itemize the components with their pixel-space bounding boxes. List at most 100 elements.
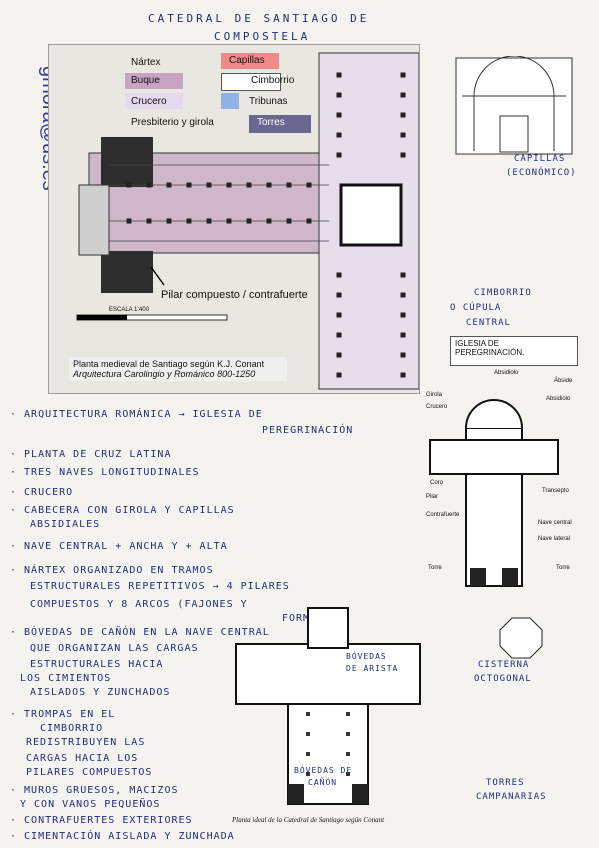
note-12: · CIMENTACIÓN AISLADA Y ZUNCHADA <box>10 831 235 842</box>
pier <box>336 132 342 138</box>
annot-capillas-2: (ECONÓMICO) <box>506 168 577 178</box>
bottom-floor-plan <box>235 607 421 805</box>
label-transepto: Transepto <box>542 488 569 494</box>
pier <box>226 218 232 224</box>
pier <box>306 182 312 188</box>
pilar-arrow <box>150 266 165 286</box>
label-cisterna-2: OCTOGONAL <box>474 674 532 684</box>
legend-nave-swatch <box>125 73 183 89</box>
label-boveda-arista-1: BÓVEDAS <box>346 652 387 661</box>
pier <box>186 182 192 188</box>
pier <box>306 772 310 776</box>
caption-line2: Arquitectura Carolingio y Románico 800-1… <box>73 369 256 379</box>
label-torre-left: Torre <box>428 565 442 571</box>
label-torres-1: TORRES <box>486 778 525 788</box>
peregrination-title-2: PEREGRINACIÓN. <box>455 348 525 357</box>
legend-crossing-swatch <box>221 73 281 91</box>
pier <box>146 218 152 224</box>
pier <box>266 182 272 188</box>
note-9e: PILARES COMPUESTOS <box>26 767 153 778</box>
pier <box>400 72 406 78</box>
annot-cimborrio-2: O CÚPULA <box>450 303 502 313</box>
note-5b: ABSIDIALES <box>30 519 101 530</box>
note-5a: · CABECERA CON GIROLA Y CAPILLAS <box>10 505 235 516</box>
label-boveda-arista-2: DE ARISTA <box>346 664 399 673</box>
legend-transept-label: Crucero <box>131 96 167 107</box>
pier <box>400 272 406 278</box>
note-3: · TRES NAVES LONGITUDINALES <box>10 467 200 478</box>
pier <box>400 112 406 118</box>
note-7b: ESTRUCTURALES REPETITIVOS → 4 PILARES <box>30 581 290 592</box>
annot-capillas-1: CAPILLAS <box>514 154 566 164</box>
pier <box>286 218 292 224</box>
legend-towers-swatch <box>249 115 311 133</box>
label-absidiolo-right: Absidiolo <box>546 396 571 402</box>
label-girola: Girola <box>426 392 443 398</box>
legend-transept-swatch <box>125 93 183 109</box>
pier <box>206 182 212 188</box>
scale-bar-fill <box>77 315 127 320</box>
note-6: · NAVE CENTRAL + ANCHA Y + ALTA <box>10 541 228 552</box>
pier <box>306 712 310 716</box>
pier <box>286 182 292 188</box>
pier <box>400 332 406 338</box>
west-tower-top <box>101 137 153 187</box>
pier <box>166 182 172 188</box>
scale-label: ESCALA 1:400 <box>109 307 150 313</box>
note-2: · PLANTA DE CRUZ LATINA <box>10 449 172 460</box>
pier <box>400 312 406 318</box>
label-cisterna-1: CISTERNA <box>478 660 530 670</box>
crossing-tower <box>339 183 403 247</box>
note-10a: · MUROS GRUESOS, MACIZOS <box>10 785 179 796</box>
pier <box>336 312 342 318</box>
peregrination-plan <box>429 399 559 587</box>
pier <box>336 292 342 298</box>
pier <box>400 292 406 298</box>
pier <box>126 182 132 188</box>
pier <box>246 182 252 188</box>
caption-line1: Planta medieval de Santiago según K.J. C… <box>73 359 265 369</box>
pier <box>400 152 406 158</box>
peregrination-title-box: IGLESIA DE PEREGRINACIÓN. <box>450 336 578 366</box>
pilar-label: Pilar compuesto / contrafuerte <box>161 289 308 301</box>
bottom-plan-piers <box>306 712 350 776</box>
label-pilar: Pilar <box>426 494 439 500</box>
pier <box>400 92 406 98</box>
label-nave-lateral: Nave lateral <box>538 536 571 542</box>
page-title: CATEDRAL DE SANTIAGO DE <box>148 12 370 25</box>
label-boveda-canon-1: BÓVEDAS DE <box>294 766 353 775</box>
pier <box>400 352 406 358</box>
pier <box>186 218 192 224</box>
legend-nave-label: Buque <box>131 75 160 86</box>
note-7a: · NÁRTEX ORGANIZADO EN TRAMOS <box>10 565 214 576</box>
legend-tribunes-swatch <box>221 93 239 109</box>
legend-presbytery-label: Presbiterio y girola <box>131 117 214 128</box>
note-9d: CARGAS HACIA LOS <box>26 753 139 764</box>
octagonal-cistern-drawing <box>499 617 543 659</box>
pier <box>400 372 406 378</box>
pier <box>306 732 310 736</box>
pier <box>346 752 350 756</box>
note-9b: CIMBORRIO <box>40 723 104 734</box>
annot-cimborrio-1: CIMBORRIO <box>474 288 532 298</box>
transept-piers <box>336 72 406 378</box>
legend-chapels-swatch <box>221 53 279 69</box>
pier <box>146 182 152 188</box>
pier <box>246 218 252 224</box>
pier <box>346 732 350 736</box>
elevation-section-drawing <box>455 56 573 155</box>
note-9a: · TROMPAS EN EL <box>10 709 116 720</box>
west-tower-bottom <box>101 251 153 293</box>
pier <box>336 372 342 378</box>
note-8b: QUE ORGANIZAN LAS CARGAS <box>30 643 199 654</box>
note-10b: Y CON VANOS PEQUEÑOS <box>20 799 161 810</box>
pier <box>336 92 342 98</box>
pier <box>336 272 342 278</box>
pier <box>346 772 350 776</box>
legend-narthex-label: Nártex <box>131 57 161 68</box>
pier <box>346 712 350 716</box>
bottom-plan-caption: Planta ideal de la Catedral de Santiago … <box>232 816 385 824</box>
note-8e: AISLADOS Y ZUNCHADOS <box>30 687 171 698</box>
pier <box>336 332 342 338</box>
legend-chapels-label: Capillas <box>229 55 265 66</box>
